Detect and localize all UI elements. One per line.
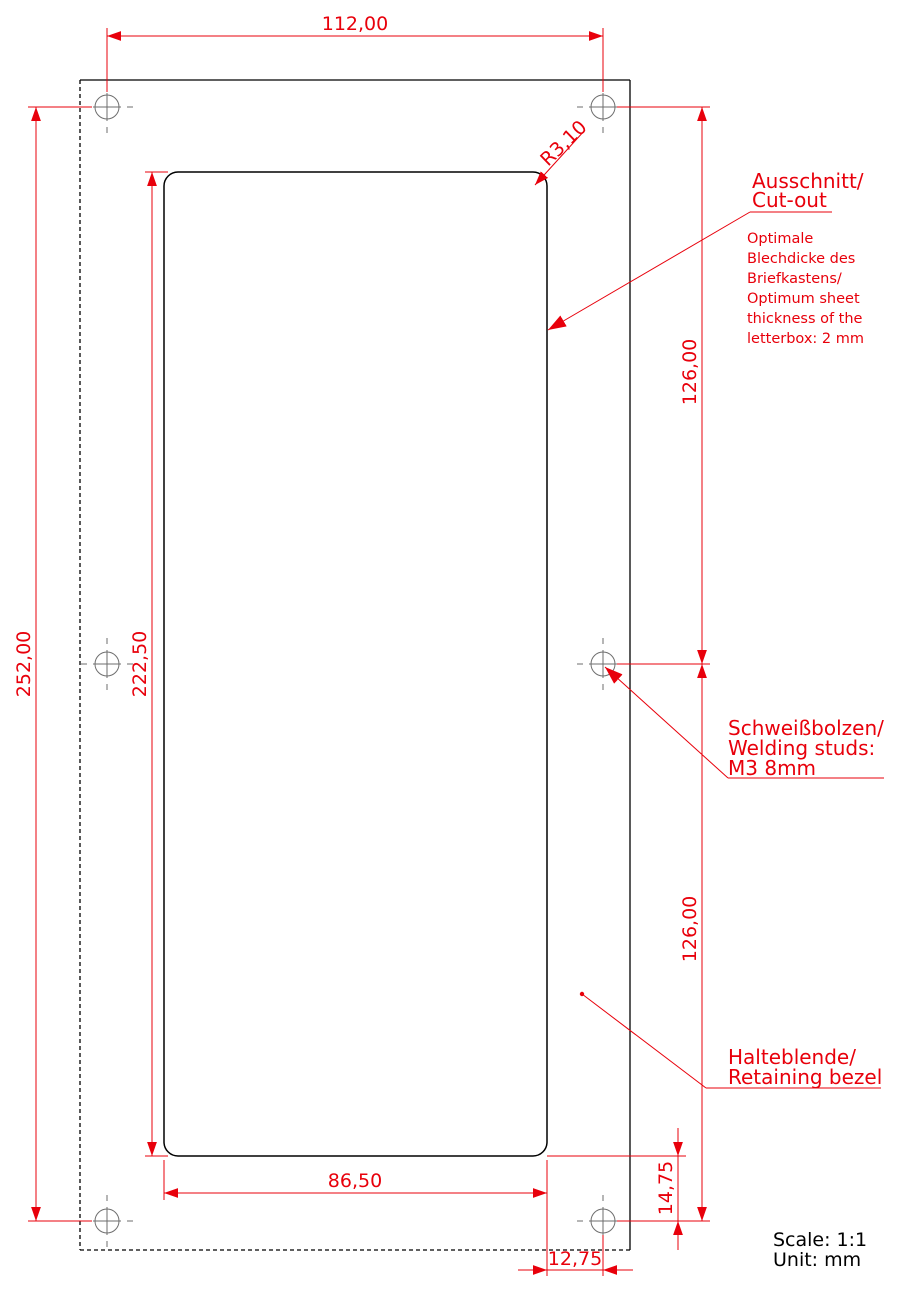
dim-cutout-width: 86,50: [328, 1170, 382, 1192]
note-line-3: Briefkastens/: [747, 271, 842, 287]
welding-studs-callout: Schweißbolzen/ Welding studs: M3 8mm: [728, 716, 884, 780]
dim-corner-radius: R3,10: [536, 116, 591, 170]
stud-hole-bottom-right: [577, 1195, 617, 1247]
welding-stud-holes: [81, 81, 629, 1247]
retaining-bezel-callout: Halteblende/ Retaining bezel: [728, 1045, 882, 1089]
note-line-2: Blechdicke des: [747, 251, 855, 267]
unit-label: Unit: mm: [773, 1249, 861, 1271]
bezel-callout-line-1: Halteblende/: [728, 1045, 856, 1069]
cutout-outline: [163, 171, 548, 1157]
studs-callout-line-1: Schweißbolzen/: [728, 716, 884, 740]
bezel-leader-dot: [579, 991, 585, 997]
scale-label: Scale: 1:1: [773, 1229, 867, 1251]
note-line-5: thickness of the: [747, 311, 863, 327]
dimension-lines: [28, 28, 710, 1276]
cutout-callout-line-2: Cut-out: [752, 188, 827, 212]
note-line-6: letterbox: 2 mm: [747, 331, 864, 347]
note-line-4: Optimum sheet: [747, 291, 860, 307]
dim-bottom-offset: 14,75: [655, 1161, 677, 1215]
stud-hole-middle-right: [577, 638, 617, 690]
cutout-callout-line-1: Ausschnitt/: [752, 169, 864, 193]
cutout-callout: Ausschnitt/ Cut-out: [752, 169, 864, 212]
sheet-thickness-note: Optimale Blechdicke des Briefkastens/ Op…: [747, 231, 864, 347]
note-line-1: Optimale: [747, 231, 813, 247]
stud-hole-middle-left: [81, 638, 133, 690]
studs-callout-line-2: Welding studs:: [728, 736, 875, 760]
dim-total-height: 252,00: [13, 631, 35, 697]
dim-lower-spacing: 126,00: [679, 896, 701, 962]
callout-leaders: [547, 211, 884, 1089]
dim-side-offset: 12,75: [548, 1248, 602, 1270]
dim-cutout-height: 222,50: [129, 631, 151, 697]
retaining-bezel-outline: [79, 79, 631, 1251]
bezel-callout-line-2: Retaining bezel: [728, 1065, 882, 1089]
dim-top-width: 112,00: [322, 13, 388, 35]
dim-upper-spacing: 126,00: [679, 339, 701, 405]
studs-callout-line-3: M3 8mm: [728, 756, 816, 780]
stud-hole-top-left: [81, 81, 133, 133]
